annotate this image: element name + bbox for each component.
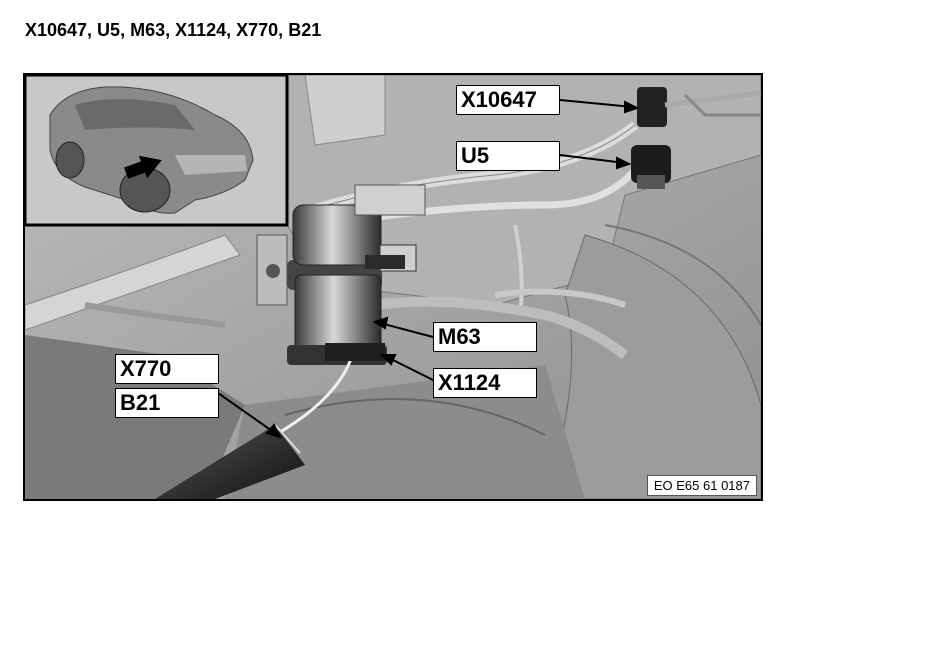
label-x10647: X10647 (456, 85, 560, 115)
location-arrow-icon (124, 155, 162, 179)
car-location-inset-icon (49, 86, 254, 214)
leader-lines (217, 99, 640, 439)
label-m63: M63 (433, 322, 537, 352)
label-x770: X770 (115, 354, 219, 384)
page-title: X10647, U5, M63, X1124, X770, B21 (25, 20, 322, 40)
component-location-figure: X10647 U5 M63 X1124 X770 B21 EO E65 61 0… (23, 73, 763, 501)
label-x1124: X1124 (433, 368, 537, 398)
label-u5: U5 (456, 141, 560, 171)
figure-code: EO E65 61 0187 (646, 475, 757, 496)
label-b21: B21 (115, 388, 219, 418)
engine-bay-photo (25, 75, 761, 499)
